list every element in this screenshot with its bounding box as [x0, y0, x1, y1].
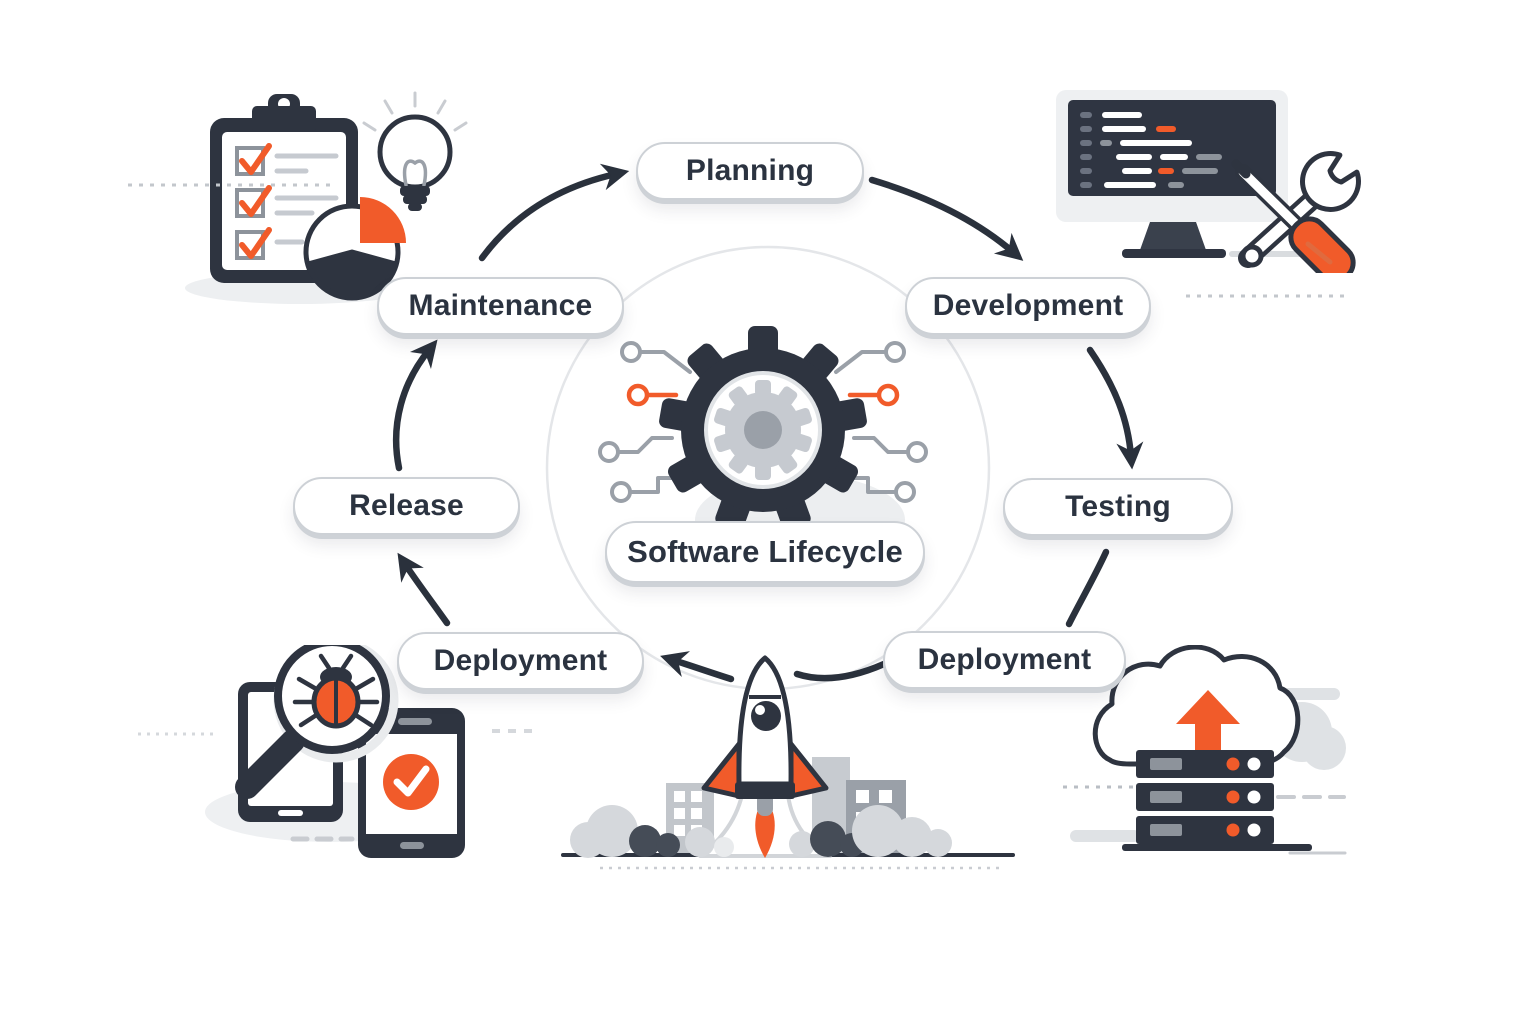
circuit-traces-left: [598, 341, 692, 503]
circuit-traces-right: [834, 341, 928, 503]
arrow-deployment-to-release: [397, 552, 451, 627]
city-buildings-icon: [666, 757, 906, 855]
stage-maintenance-label: Maintenance: [408, 289, 593, 322]
arrow-release-to-maintenance: [392, 339, 438, 472]
stage-planning-label: Planning: [685, 154, 815, 187]
stage-maintenance: Maintenance: [377, 277, 624, 335]
stage-development-label: Development: [932, 289, 1124, 322]
stage-deployment-left-label: Deployment: [433, 644, 608, 677]
screwdriver-icon: [1231, 159, 1356, 273]
clipboard-checklist-icon: [210, 94, 358, 283]
gear-icon: [659, 326, 867, 531]
stage-release: Release: [293, 477, 520, 535]
arrow-testing-to-deployment: [1065, 548, 1110, 628]
server-led-orange: [1226, 757, 1240, 837]
bug-icon: [292, 653, 380, 729]
arrow-maintenance-to-planning: [478, 163, 630, 262]
exhaust-plume: [698, 793, 832, 858]
stage-testing-label: Testing: [1065, 490, 1171, 523]
dotted-divider: [128, 183, 1348, 298]
wrench-icon: [1238, 151, 1361, 268]
bug-magnifier-icon: [235, 645, 399, 799]
circuit-trace-right-accent: [847, 383, 900, 407]
stage-testing: Testing: [1003, 478, 1233, 536]
shadow: [205, 782, 455, 842]
arrow-development-to-testing: [1086, 346, 1144, 470]
arrow-deployment-to-rocket: [793, 660, 888, 682]
smartphone-check-icon: [358, 708, 465, 858]
diagram-title-label: Software Lifecycle: [627, 534, 903, 569]
diagram-title: Software Lifecycle: [605, 521, 925, 583]
arrow-rocket-to-deployment: [660, 651, 735, 683]
arrow-planning-to-development: [868, 176, 1024, 261]
stage-planning: Planning: [636, 142, 864, 200]
stage-deployment-right: Deployment: [883, 631, 1126, 689]
stage-deployment-right-label: Deployment: [917, 643, 1092, 676]
code-lines: [1080, 112, 1222, 188]
rocket-flame: [755, 798, 775, 858]
stage-release-label: Release: [349, 489, 464, 522]
stage-deployment-left: Deployment: [397, 632, 644, 690]
tablet-icon: [238, 682, 343, 822]
server-stack-icon: [1070, 750, 1312, 851]
check-icon: [239, 143, 272, 259]
rocket-launch-icon: [701, 655, 829, 816]
stage-development: Development: [905, 277, 1151, 335]
check-icon: [393, 765, 430, 797]
code-monitor-icon: [1056, 90, 1325, 258]
window-highlight: [755, 705, 765, 715]
upload-arrow-icon: [1176, 690, 1240, 750]
idea-lightbulb-icon: [362, 91, 468, 211]
server-led-white: [1247, 757, 1261, 837]
circuit-trace-left-accent: [626, 383, 679, 407]
development-illustration: [1056, 90, 1361, 273]
smoke-clouds-icon: [570, 805, 952, 858]
